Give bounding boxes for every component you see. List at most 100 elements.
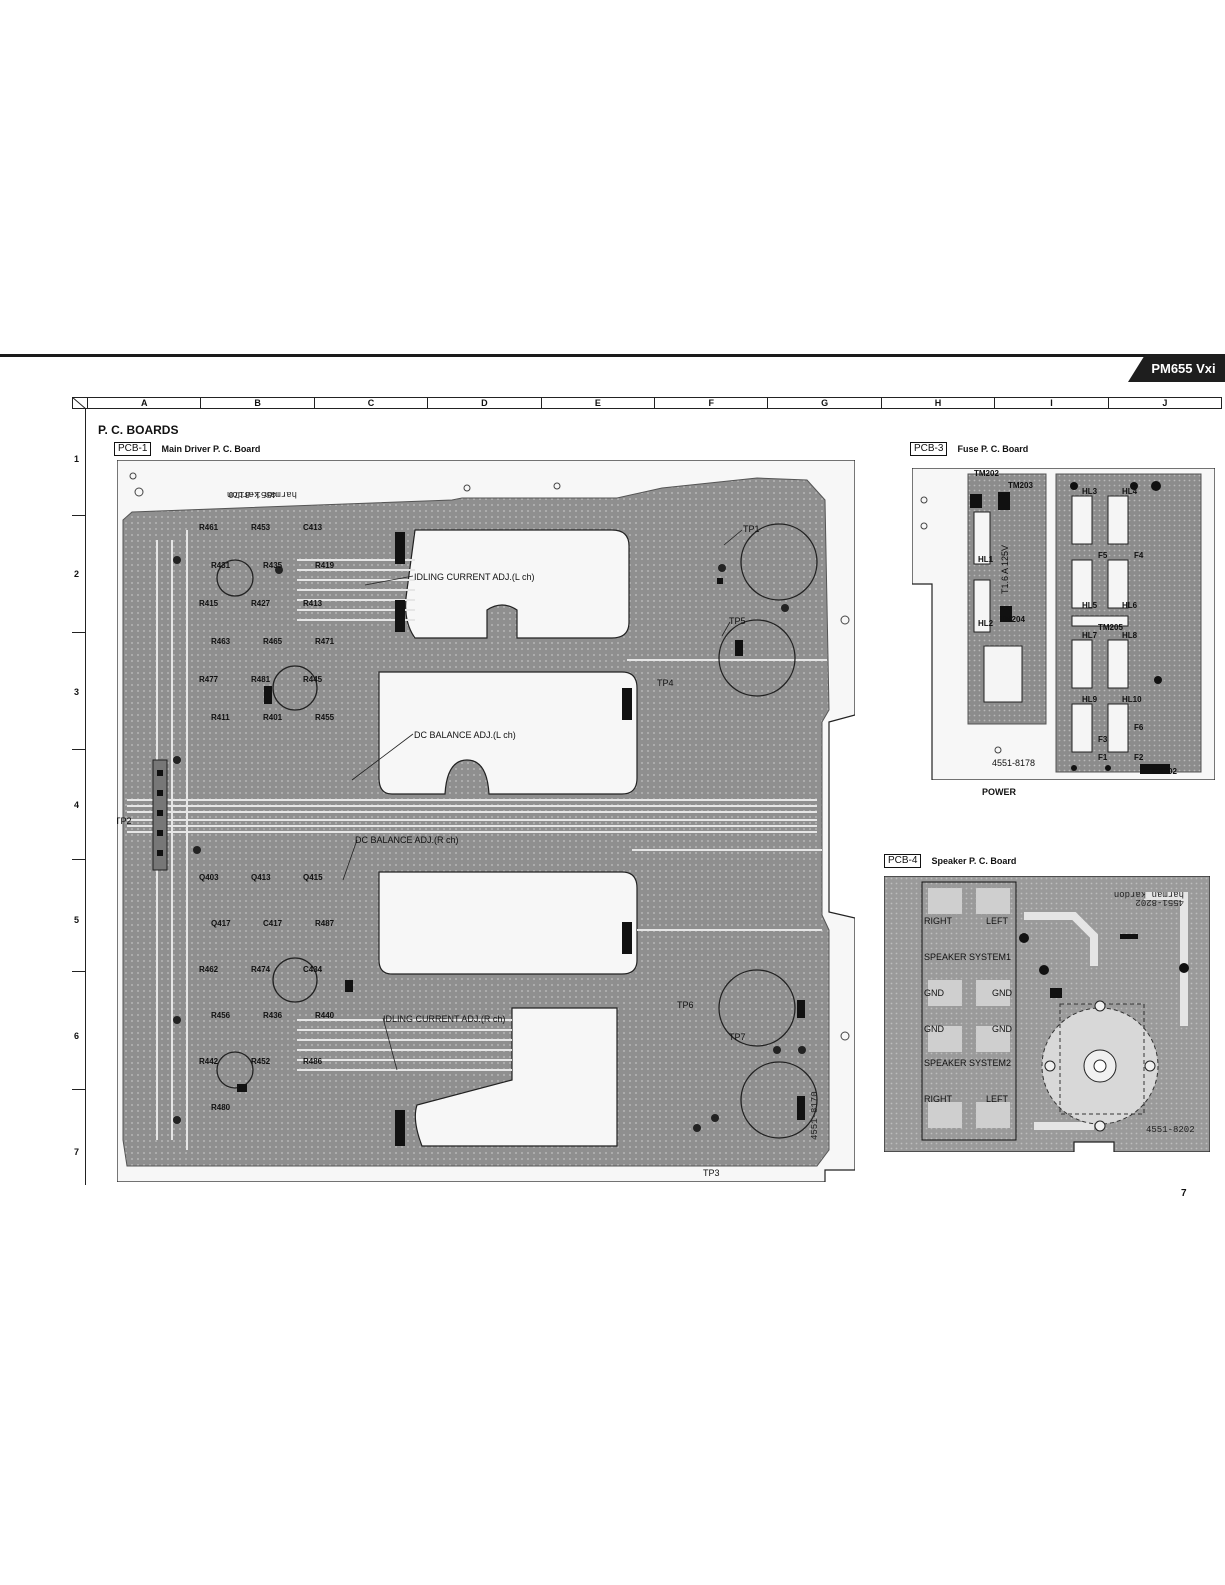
pcb1-brand-mirrored: harman kardon (227, 489, 297, 499)
pcb1-tag: PCB-1 (114, 442, 152, 456)
fuse-ref-hl8: HL8 (1122, 631, 1138, 640)
component-ref-r480: R480 (211, 1103, 231, 1112)
fuse-ref-hl10: HL10 (1122, 695, 1142, 704)
tp7-label: TP7 (729, 1032, 746, 1042)
grid-col-d: D (428, 398, 542, 408)
cutout-upper-left-ch (405, 529, 630, 639)
component-ref-r465: R465 (263, 637, 283, 646)
component-ref-r415: R415 (199, 599, 219, 608)
pcb4-heading: PCB-4 Speaker P. C. Board (884, 854, 1016, 868)
fuse-ref-tm202: TM202 (974, 469, 999, 478)
fuse-ref-hl9: HL9 (1082, 695, 1098, 704)
pcb4-tag: PCB-4 (884, 854, 922, 868)
pcb3-tag: PCB-3 (910, 442, 948, 456)
main-driver-board: 4551-8170 harman kardon 4551-8170 IDLING… (117, 460, 855, 1182)
pcb4-brand-mirrored: harman kardon (1114, 889, 1184, 899)
speaker-system-1: SPEAKER SYSTEM1 (924, 952, 1011, 962)
pcb3-heading: PCB-3 Fuse P. C. Board (910, 442, 1028, 456)
fuse-ref-hl3: HL3 (1082, 487, 1098, 496)
speaker-board: harman kardon 4551-8202 4551-8202 RIGHT … (884, 876, 1210, 1152)
fuse-ref-f5: F5 (1098, 551, 1108, 560)
row-divider (72, 515, 86, 516)
component-ref-r487: R487 (315, 919, 335, 928)
row-divider (72, 749, 86, 750)
component-ref-r453: R453 (251, 523, 271, 532)
fuse-ref-f2: F2 (1134, 753, 1144, 762)
component-ref-r471: R471 (315, 637, 335, 646)
tp5-label: TP5 (729, 616, 746, 626)
model-badge: PM655 Vxi (1128, 354, 1225, 382)
component-ref-r427: R427 (251, 599, 271, 608)
component-ref-r440: R440 (315, 1011, 335, 1020)
fuse-ref-hl4: HL4 (1122, 487, 1138, 496)
row-divider (72, 859, 86, 860)
component-ref-r413: R413 (303, 599, 323, 608)
grid-col-g: G (768, 398, 882, 408)
large-components (216, 523, 818, 1139)
pcb4-caption: Speaker P. C. Board (931, 856, 1017, 866)
grid-col-h: H (882, 398, 996, 408)
component-ref-q417: Q417 (211, 919, 231, 928)
fuse-ref-hl5: HL5 (1082, 601, 1098, 610)
pcb4-part-number-mirrored: 4551-8202 (1135, 897, 1184, 907)
grid-col-j: J (1162, 398, 1168, 408)
speaker-board-parts (1019, 933, 1189, 998)
row-grid: 1 2 3 4 5 6 7 (72, 409, 86, 1185)
page-number: 7 (1181, 1188, 1187, 1199)
component-ref-q403: Q403 (199, 873, 219, 882)
power-devices (237, 532, 805, 1146)
fuse-ref-hl2: HL2 (978, 619, 994, 628)
pcb1-part-number-mirrored: 4551-8170 (228, 489, 277, 499)
terminal-gnd-r2: GND (992, 1024, 1013, 1034)
grid-row-7: 7 (74, 1147, 80, 1157)
grid-corner (73, 398, 88, 408)
tp4-label: TP4 (657, 678, 674, 688)
component-ref-r463: R463 (211, 637, 231, 646)
component-ref-r445: R445 (303, 675, 323, 684)
copper-area (122, 477, 830, 1167)
holes (920, 496, 1002, 754)
component-ref-r436: R436 (263, 1011, 283, 1020)
grid-corner-diagonal (72, 397, 86, 409)
leader-lines (342, 529, 743, 1071)
component-ref-r442: R442 (199, 1057, 219, 1066)
fuse-holders (973, 495, 1129, 753)
bus-traces (127, 530, 827, 1150)
fuse-rating: T1.6 A 125V (1000, 545, 1010, 594)
idling-current-r-label: IDLING CURRENT ADJ.(R ch) (383, 1014, 505, 1024)
fuse-board: T1.6 A 125V 4551-8178 TM202TM203TM204TM2… (912, 468, 1215, 780)
fuse-ref-tm205: TM205 (1098, 623, 1123, 632)
component-ref-r481: R481 (251, 675, 271, 684)
pcb4-part-number: 4551-8202 (1146, 1125, 1195, 1135)
component-ref-r401: R401 (263, 713, 283, 722)
fuse-ref-f1: F1 (1098, 753, 1108, 762)
row-divider (72, 632, 86, 633)
grid-row-4: 4 (74, 800, 80, 810)
terminal-left-bottom: LEFT (986, 1094, 1009, 1104)
component-ref-r456: R456 (211, 1011, 231, 1020)
fuse-ref-f3: F3 (1098, 735, 1108, 744)
speaker-system-2: SPEAKER SYSTEM2 (924, 1058, 1011, 1068)
component-ref-r435: R435 (263, 561, 283, 570)
header-rule (0, 354, 1225, 357)
component-ref-c413: C413 (303, 523, 323, 532)
grid-row-2: 2 (74, 569, 80, 579)
component-ref-r474: R474 (251, 965, 271, 974)
grid-row-6: 6 (74, 1031, 80, 1041)
tp3-label: TP3 (703, 1168, 720, 1178)
pcb1-caption: Main Driver P. C. Board (161, 444, 261, 454)
fuse-ref-f4: F4 (1134, 551, 1144, 560)
terminal-pads (928, 888, 1010, 1128)
component-ref-r431: R431 (211, 561, 231, 570)
component-ref-c434: C434 (303, 965, 323, 974)
terminal-gnd-r1: GND (992, 988, 1013, 998)
grid-col-c: C (315, 398, 429, 408)
component-ref-r419: R419 (315, 561, 335, 570)
tp2-connector (152, 759, 168, 871)
fuse-ref-tm204: TM204 (1000, 615, 1025, 624)
terminal-gnd-l2: GND (924, 1024, 945, 1034)
terminal-right-top: RIGHT (924, 916, 953, 926)
component-ref-r486: R486 (303, 1057, 323, 1066)
fuse-ref-f6: F6 (1134, 723, 1144, 732)
